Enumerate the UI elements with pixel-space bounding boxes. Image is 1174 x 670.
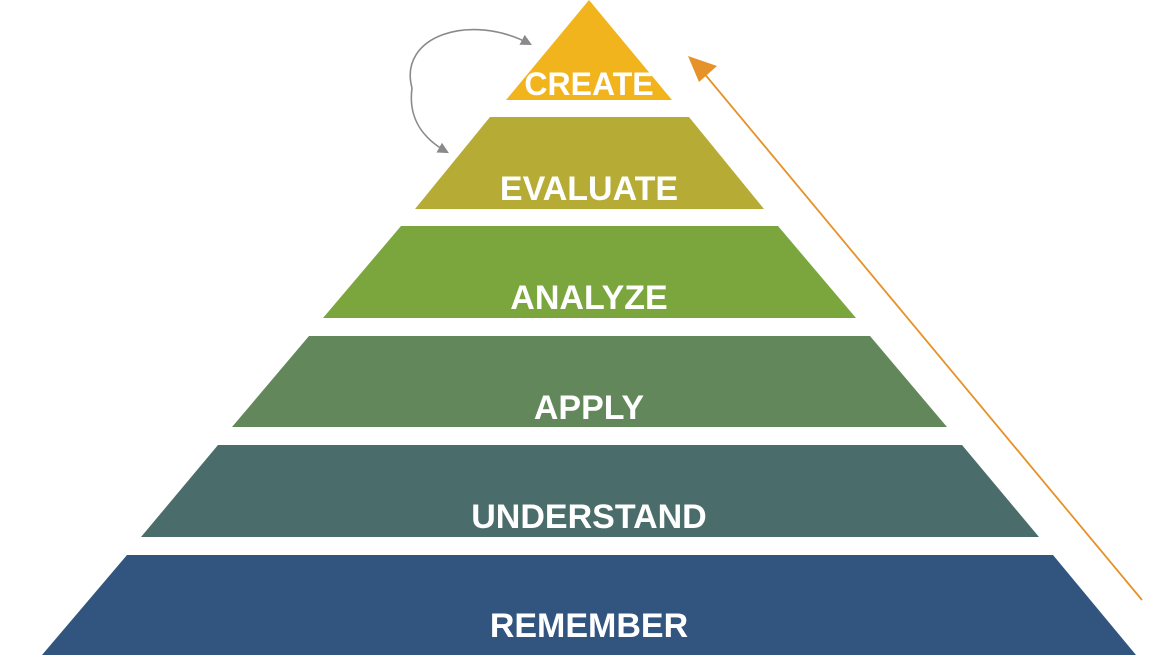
tier-evaluate-label: EVALUATE: [500, 170, 678, 208]
tier-create-label: CREATE: [524, 66, 653, 102]
tier-apply-shape: [232, 336, 947, 427]
loop-arrow-to-evaluate: [410, 87, 449, 154]
tier-analyze-shape: [323, 226, 856, 318]
pyramid-labels: CREATE EVALUATE ANALYZE APPLY UNDERSTAND…: [471, 66, 706, 645]
tier-apply-label: APPLY: [534, 389, 645, 427]
pyramid-tiers: [42, 0, 1136, 655]
tier-evaluate-shape: [415, 117, 764, 209]
progress-arrow-head: [688, 56, 717, 82]
tier-remember-label: REMEMBER: [490, 607, 688, 645]
tier-analyze-label: ANALYZE: [510, 279, 667, 317]
progress-arrow: [688, 56, 1143, 601]
tier-understand-label: UNDERSTAND: [471, 498, 706, 536]
tier-remember-shape: [42, 555, 1136, 655]
progress-arrow-line: [702, 71, 1143, 601]
tier-understand-shape: [141, 445, 1039, 537]
loop-arrow-to-create: [409, 28, 532, 89]
tier-create-shape: [506, 0, 672, 100]
loop-arrows: [409, 28, 532, 154]
